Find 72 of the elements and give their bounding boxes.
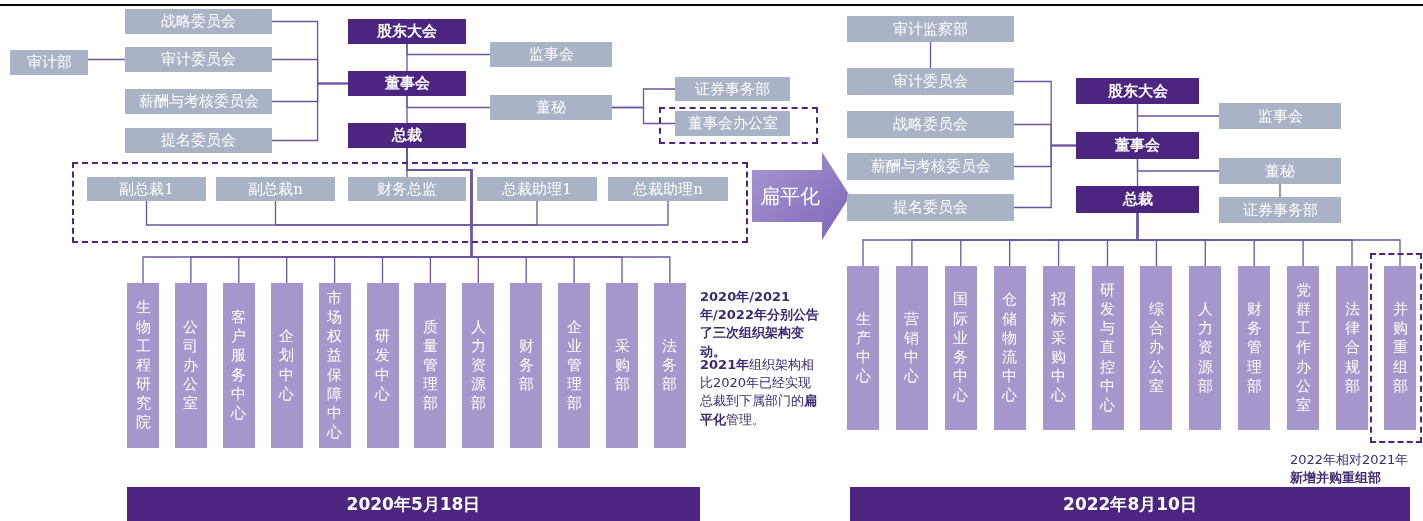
department-bar: 公司办公室 <box>174 283 207 448</box>
date-banner: 2022年8月10日 <box>850 487 1410 521</box>
leadership-box: 总裁 <box>1076 186 1199 213</box>
org-box: 监事会 <box>1219 103 1341 129</box>
department-bar: 生物工程研究院 <box>127 283 159 448</box>
department-bar: 采购部 <box>606 283 638 448</box>
department-bar: 招标采购中心 <box>1042 266 1075 430</box>
department-bar: 营销中心 <box>895 266 928 430</box>
flattening-arrow: 扁平化 <box>752 152 850 240</box>
connector-line <box>406 43 491 56</box>
org-box: 薪酬与考核委员会 <box>125 89 272 114</box>
department-bar: 企业管理部 <box>558 283 591 448</box>
department-bar: 人力资源部 <box>1189 266 1222 430</box>
leadership-box: 总裁 <box>348 123 466 148</box>
department-bar: 市场权益保障中心 <box>318 283 351 448</box>
connector-line <box>1136 212 1401 267</box>
org-box: 监事会 <box>490 42 612 67</box>
org-box: 董秘 <box>490 95 612 120</box>
dashed-group-box <box>72 162 748 243</box>
org-box: 薪酬与考核委员会 <box>847 153 1014 180</box>
org-box: 副总裁1 <box>87 177 206 201</box>
org-box: 提名委员会 <box>125 128 272 153</box>
department-bar: 综合办公室 <box>1140 266 1173 430</box>
department-bar: 企划中心 <box>270 283 303 448</box>
leadership-box: 董事会 <box>1076 132 1199 159</box>
connector-line <box>1013 144 1077 209</box>
department-bar: 仓储物流中心 <box>993 266 1026 430</box>
leadership-box: 股东大会 <box>1076 78 1199 104</box>
department-bar: 并购重组部 <box>1384 266 1416 430</box>
org-box: 战略委员会 <box>847 111 1014 138</box>
org-box: 董事会办公室 <box>675 111 790 136</box>
org-box: 证券事务部 <box>1219 197 1341 223</box>
connector-line <box>929 41 932 69</box>
connector-line <box>611 106 676 125</box>
note-text: 2022年相对2021年新增并购重组部 <box>1290 451 1410 488</box>
department-bar: 党群工作办公室 <box>1287 266 1320 430</box>
org-box: 提名委员会 <box>847 194 1014 221</box>
connector-line <box>1279 183 1281 198</box>
org-box: 战略委员会 <box>125 9 272 34</box>
date-banner: 2020年5月18日 <box>127 487 700 521</box>
note-text: 2021年组织架构相比2020年已经实现总裁到下属部门的扁平化管理。 <box>700 357 818 429</box>
org-box: 审计部 <box>10 50 88 75</box>
connector-line <box>1136 103 1220 117</box>
connector-line <box>87 58 126 61</box>
org-box: 审计委员会 <box>125 47 272 72</box>
org-box: 证券事务部 <box>675 77 790 101</box>
department-bar: 财务部 <box>510 283 543 448</box>
department-bar: 质量管理部 <box>414 283 447 448</box>
department-bar: 法务部 <box>653 283 686 448</box>
department-bar: 人力资源部 <box>462 283 495 448</box>
org-box: 董秘 <box>1219 158 1341 184</box>
department-bar: 生产中心 <box>847 266 879 430</box>
connector-line <box>1136 158 1139 187</box>
department-bar: 国际业务中心 <box>944 266 977 430</box>
org-box: 总裁助理1 <box>477 177 597 201</box>
leadership-box: 股东大会 <box>348 19 466 44</box>
note-text: 2020年/2021年/2022年分别公告了三次组织架构变动。 <box>700 288 820 359</box>
connector-line <box>406 95 408 124</box>
org-box: 审计委员会 <box>847 68 1014 95</box>
connector-line <box>271 82 349 142</box>
department-bar: 财务管理部 <box>1238 266 1271 430</box>
department-bar: 法律合规部 <box>1336 266 1368 430</box>
org-box: 总裁助理n <box>608 177 728 201</box>
department-bar: 研发与直控中心 <box>1091 266 1124 430</box>
org-box: 审计监察部 <box>847 16 1014 42</box>
leadership-box: 董事会 <box>348 71 466 96</box>
department-bar: 研发中心 <box>366 283 399 448</box>
department-bar: 客户服务中心 <box>222 283 255 448</box>
dashed-group-box <box>1370 253 1422 443</box>
org-box: 副总裁n <box>216 177 335 201</box>
dashed-group-box <box>659 107 818 144</box>
org-box: 财务总监 <box>348 177 466 201</box>
